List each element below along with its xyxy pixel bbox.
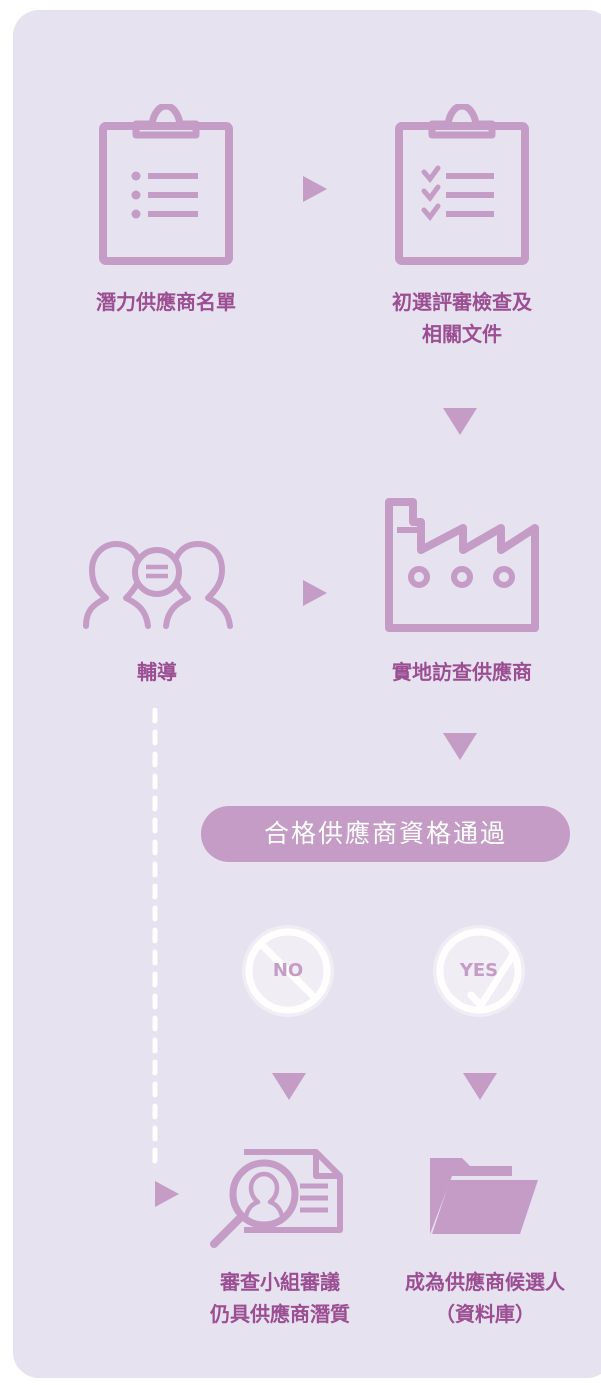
prohibited-icon [245,928,331,1014]
folder-icon [430,1158,538,1234]
step-prelim-review-line1: 初選評審檢查及 [392,290,532,314]
step-become-candidate-line1: 成為供應商候選人 [405,1270,565,1294]
clipboard-checklist-icon [395,104,529,265]
yes-label: YES [459,960,499,981]
arrow-down-yes [463,1073,497,1100]
check-icon [436,928,522,1014]
arrow-down-no [272,1073,306,1100]
people-discussion-icon [83,541,233,629]
dotted-connector [152,708,158,1168]
qualified-pass-bar: 合格供應商資格通過 [201,806,570,862]
no-label: NO [272,960,304,981]
step-prelim-review-line2: 相關文件 [422,322,502,346]
step-panel-review-line2: 仍具供應商潛質 [210,1302,350,1326]
arrow-down-1 [443,408,477,435]
yes-badge: YES [433,925,525,1017]
step-become-candidate-line2: （資料庫） [435,1302,535,1326]
arrow-right-1 [303,176,327,202]
step-panel-review-line1: 審查小組審議 [220,1270,340,1294]
clipboard-list-icon [99,104,233,265]
arrow-right-3 [155,1181,179,1207]
factory-icon [385,498,539,632]
no-badge: NO [242,925,334,1017]
arrow-down-2 [443,733,477,760]
arrow-right-2 [303,580,327,606]
step-potential-list: 潛力供應商名單 [96,290,236,314]
document-search-icon [210,1149,343,1248]
step-site-visit: 實地訪查供應商 [392,660,532,684]
step-coaching: 輔導 [137,660,177,684]
